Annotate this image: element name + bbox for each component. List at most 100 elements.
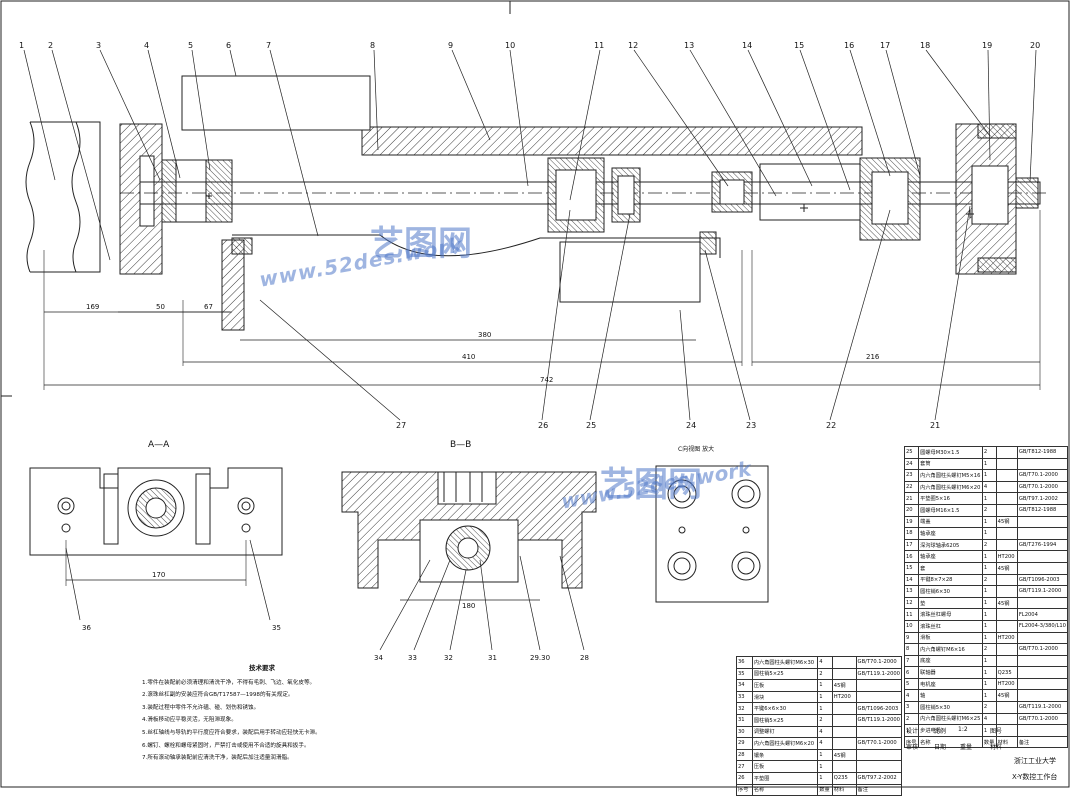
callout: 15 [794,41,804,50]
section-bb-view [341,471,597,651]
bom-cell-qty: 1 [817,679,833,692]
bom-cell-no: 29 [736,737,753,750]
bom-header-row: 序号名称数量材料备注 [903,735,1069,749]
bom-cell-mat [995,480,1018,494]
bom-cell-name: 电机座 [918,677,983,691]
bom-cell-mat [995,538,1018,552]
bom-cell-no: 21 [903,492,920,505]
bom-cell-no: 5 [903,677,920,691]
bom-cell-qty: 1 [981,677,997,691]
dimension-texts: 169 50 67 380 410 742 216 [86,303,880,384]
bom-cell-no: 6 [903,666,920,679]
bom-cell-no: 3 [903,701,920,714]
bom-cell-name: 平键8×7×28 [918,573,983,587]
bom-cell-name: 圆螺母M30×1.5 [918,446,983,459]
bom-cell-mat [831,713,857,727]
bom-cell-std [855,690,903,704]
callout: 1 [19,41,24,50]
dimension: 170 [152,571,165,579]
bom-cell-mat: 45钢 [831,748,857,762]
bom-cell-mat: 45钢 [995,561,1018,575]
callout: 31 [488,654,497,662]
dimension: 216 [866,353,880,361]
bom-cell-name: 套筒 [918,457,983,471]
bom-cell-qty: 1 [981,631,997,645]
view-c-label: C向视图 放大 [678,446,715,453]
bom-cell-name: 圆柱销6×30 [918,585,983,598]
bom-cell-name: 名称 [751,783,819,796]
callout: 29.30 [530,654,550,662]
bom-cell-std: GB/T119.1-2000 [1016,701,1069,714]
bom-cell-std: GB/T70.1-2000 [1016,469,1069,482]
bom-cell-name: 平键6×6×30 [751,702,819,715]
bom-cell-std [855,760,903,773]
callout: 5 [188,41,193,50]
bom-cell-std: GB/T812-1988 [1016,503,1069,517]
bom-cell-mat [995,457,1018,471]
bom-cell-no: 8 [903,643,920,656]
bom-cell-mat: 45钢 [995,689,1018,703]
bom-cell-mat [831,760,857,773]
scale-label: 比例 [934,728,947,735]
requirement-item: 2.滚珠丝杠副的安装应符合GB/T17587—1998的有关规定。 [142,692,294,699]
bom-cell-mat [995,585,1018,598]
bom-cell-mat [995,503,1018,517]
callout: 2 [48,41,53,50]
bom-cell-name: 圆螺母M16×1.5 [918,503,983,517]
bom-cell-std: GB/T1096-2003 [1016,573,1069,587]
bom-cell-qty: 4 [817,725,833,739]
bom-cell-mat: Q235 [831,771,857,785]
drawing-title: X-Y数控工作台 [1012,773,1058,781]
bom-cell-std: GB/T70.1-2000 [1016,480,1069,494]
bom-cell-mat [831,656,857,669]
dimension: 180 [462,602,475,610]
bom-cell-mat [995,712,1018,726]
bom-cell-no: 19 [903,515,920,529]
callout: 17 [880,41,890,50]
callout: 21 [930,421,940,430]
bom-cell-mat [995,619,1018,633]
requirement-item: 6.螺钉、螺栓和螺母紧固时，严禁打击或使用不合适的旋具和扳手。 [142,742,310,749]
dimension: 410 [462,353,475,361]
weight-label: 重量 [960,744,973,751]
bom-cell-std: 备注 [1016,735,1069,749]
bom-cell-no: 序号 [736,783,753,796]
bom-cell-std [1016,550,1069,563]
bom-cell-name: 轴承座 [918,527,983,540]
bom-cell-qty: 1 [981,689,997,703]
bom-cell-no: 28 [736,748,753,762]
bom-cell-name: 轴 [918,689,983,703]
bom-cell-qty: 4 [817,656,833,669]
callout: 18 [920,41,930,50]
bom-cell-name: 内六角圆柱头螺钉M6×25 [918,712,983,726]
callout: 7 [266,41,271,50]
bom-cell-no: 13 [903,585,920,598]
bom-cell-no: 4 [903,689,920,703]
bom-cell-std: 备注 [855,783,903,796]
dimension: 50 [156,303,165,311]
bom-cell-no: 23 [903,469,920,482]
watermark-brand: 艺图网 [370,224,472,264]
callout: 36 [82,624,91,632]
bom-cell-qty: 2 [817,713,833,727]
callout: 10 [505,41,515,50]
bom-cell-name: 滚珠丝杠螺母 [918,608,983,621]
bom-cell-std [855,748,903,762]
bom-cell-name: 调整螺钉 [751,725,819,739]
bom-cell-mat [831,702,857,715]
bom-cell-std [1016,515,1069,529]
bom-cell-name: 套 [918,561,983,575]
scale-value: 1:2 [958,726,968,733]
dimension: 380 [478,331,491,339]
bom-cell-mat: 45钢 [995,515,1018,529]
bom-cell-name: 平垫圈 [751,771,819,785]
